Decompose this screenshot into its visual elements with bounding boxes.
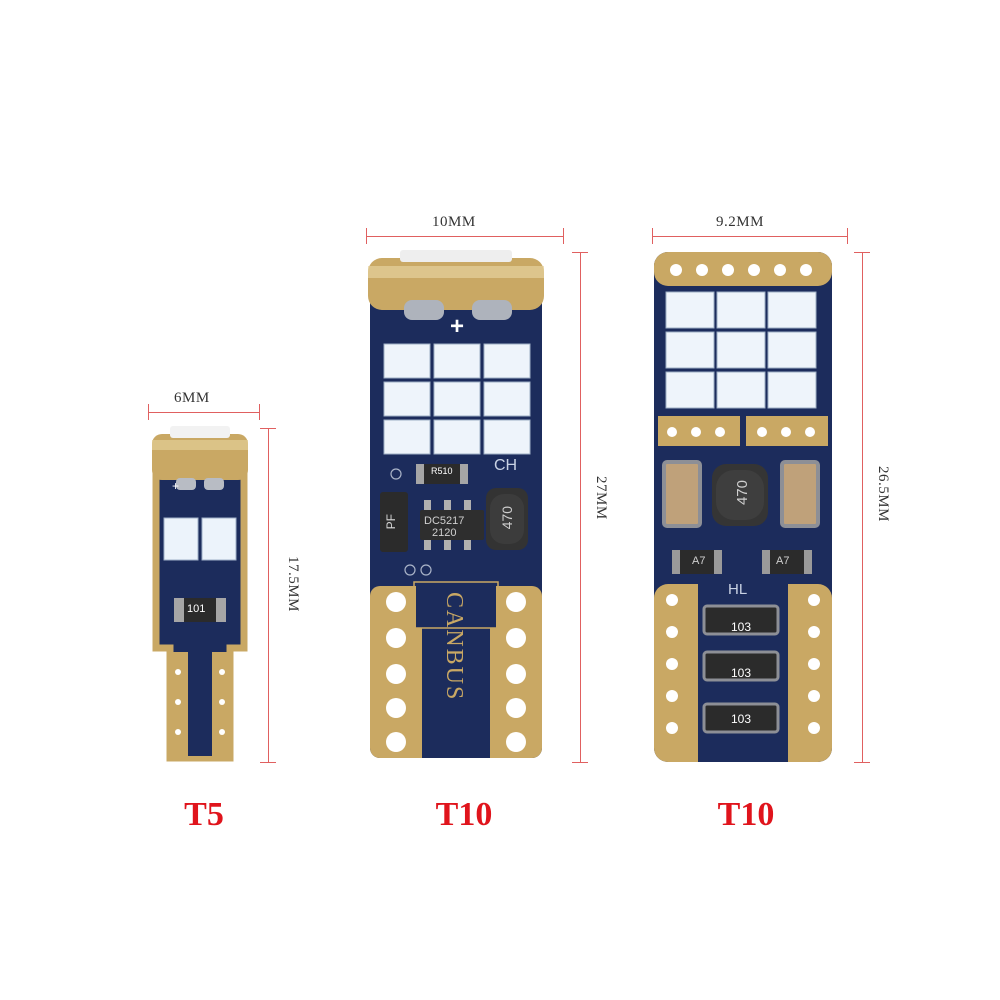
svg-text:+: + — [450, 313, 464, 340]
svg-text:+: + — [172, 479, 179, 493]
t5-width-label: 6MM — [174, 390, 210, 406]
t10b-resistor-code-2: 103 — [731, 666, 752, 680]
t10b-width-dim-line — [652, 236, 848, 237]
t10b-width-tick-left — [652, 228, 653, 244]
t10a-width-tick-right — [563, 228, 564, 244]
t5-height-dim-line — [268, 428, 269, 762]
t10a-bulb: + — [368, 250, 544, 758]
t5-height-tick-top — [260, 428, 276, 429]
t10a-chip-mark: PF — [384, 514, 398, 530]
t10a-ic-label-1: DC5217 — [424, 515, 465, 527]
t10b-height-tick-top — [854, 252, 870, 253]
t5-width-tick-left — [148, 404, 149, 420]
t10b-bulb — [654, 252, 832, 762]
t10a-height-label: 27MM — [593, 476, 609, 520]
t10a-resistor-code: R510 — [431, 466, 453, 476]
t5-label: T5 — [184, 796, 224, 833]
t10b-label: T10 — [717, 796, 775, 833]
t10a-label: T10 — [435, 796, 493, 833]
t10a-width-dim-line — [366, 236, 564, 237]
t10b-diode-code-2: A7 — [776, 555, 790, 567]
t10a-board-text: CANBUS — [441, 592, 467, 702]
t5-height-tick-bottom — [260, 762, 276, 763]
t10b-width-tick-right — [847, 228, 848, 244]
t10b-resistor-code-1: 103 — [731, 620, 752, 634]
t5-height-label: 17.5MM — [285, 556, 301, 612]
t10a-height-tick-bottom — [572, 762, 588, 763]
t10b-width-label: 9.2MM — [716, 214, 764, 230]
t10a-width-label: 10MM — [432, 214, 476, 230]
t5-width-dim-line — [148, 412, 260, 413]
t10a-ic-label-2: 2120 — [432, 527, 457, 539]
t10b-board-mark: HL — [728, 581, 748, 598]
t10b-height-label: 26.5MM — [875, 466, 891, 522]
t10b-height-tick-bottom — [854, 762, 870, 763]
t10a-inductor-code: 470 — [499, 506, 515, 530]
t10b-resistor-code-3: 103 — [731, 712, 752, 726]
t5-resistor-code: 101 — [187, 603, 206, 615]
t10b-height-dim-line — [862, 252, 863, 762]
t10b-diode-code-1: A7 — [692, 555, 706, 567]
t5-bulb: + — [152, 426, 248, 762]
t10b-inductor-code: 470 — [734, 480, 751, 506]
t5-width-tick-right — [259, 404, 260, 420]
t10a-height-dim-line — [580, 252, 581, 762]
t10a-width-tick-left — [366, 228, 367, 244]
t10a-channel-mark: CH — [494, 457, 518, 474]
t10a-height-tick-top — [572, 252, 588, 253]
